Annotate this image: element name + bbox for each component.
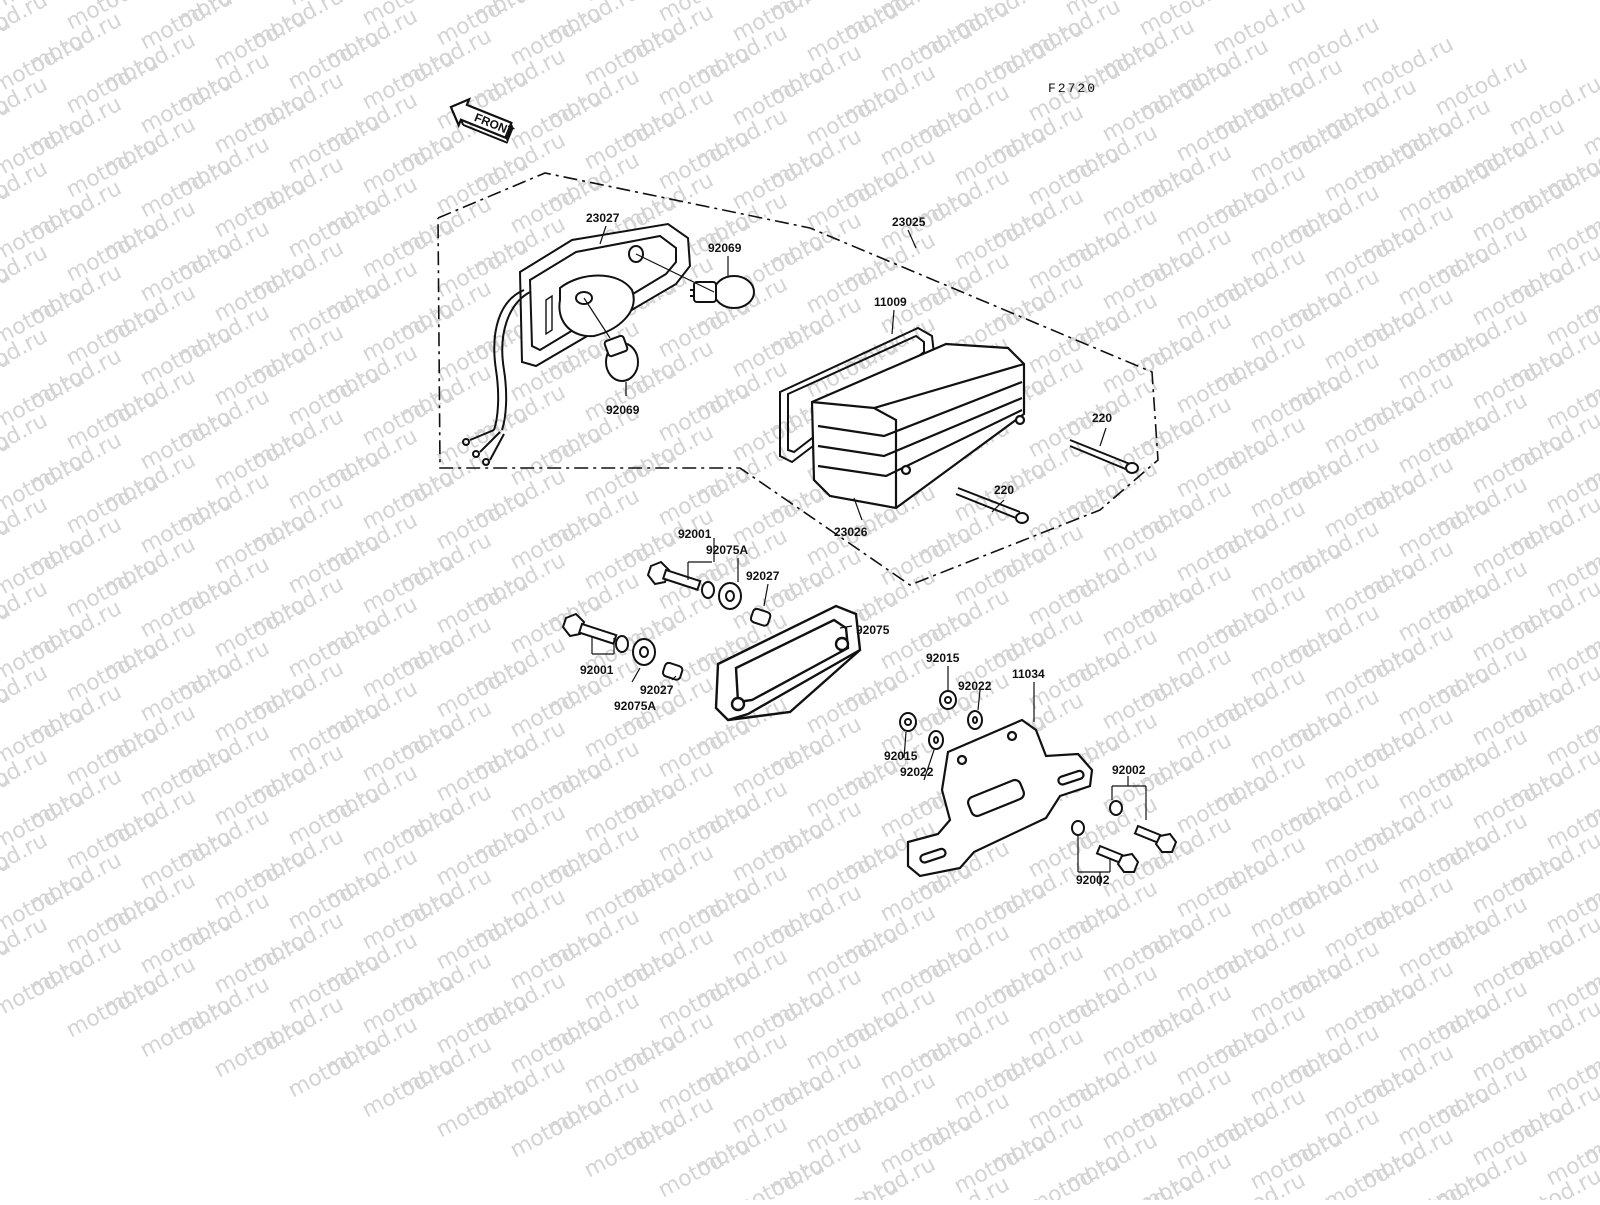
watermark-text: motod.ru	[0, 954, 89, 1023]
mount-hardware-upper	[646, 560, 772, 627]
watermark-text: motod.ru	[654, 1134, 755, 1200]
screw-220-top	[1069, 439, 1139, 474]
label-11034: 11034	[1012, 667, 1045, 681]
part-labels: 23027 23025 92069 92069 11009 220 220 23…	[580, 211, 1146, 887]
assembly-outline-23025	[437, 172, 1159, 586]
wiring-harness	[462, 289, 531, 466]
label-92075: 92075	[856, 623, 890, 637]
label-92075A-top: 92075A	[706, 543, 748, 557]
bulb-92069-bottom	[583, 297, 639, 382]
watermark-text: motod.ru	[136, 994, 237, 1063]
label-92022-top: 92022	[958, 679, 992, 693]
label-23025: 23025	[892, 215, 926, 229]
screw-220-bottom	[955, 487, 1029, 524]
watermark-text: motod.ru	[210, 1014, 311, 1083]
label-92069-top: 92069	[708, 241, 742, 255]
washer-92022-top	[967, 710, 983, 730]
bracket-11034	[906, 718, 1094, 878]
label-23027: 23027	[586, 211, 620, 225]
bulb-92069-top	[635, 253, 755, 309]
label-92002-top: 92002	[1112, 763, 1146, 777]
label-92069-bottom: 92069	[606, 403, 640, 417]
watermark-text: motod.ru	[580, 1114, 681, 1183]
lens-23026	[810, 342, 1026, 510]
label-220-bottom: 220	[994, 483, 1014, 497]
label-11009: 11009	[874, 295, 907, 309]
label-92027-bottom: 92027	[640, 683, 674, 697]
label-92075A-bottom: 92075A	[614, 699, 656, 713]
bolt-92002-bottom	[1071, 820, 1140, 873]
watermark-text: motod.ru	[62, 974, 163, 1043]
label-92015-bottom: 92015	[884, 749, 918, 763]
label-92015-top: 92015	[926, 651, 960, 665]
washer-92022-bottom	[928, 730, 944, 750]
mount-hardware-lower	[561, 612, 684, 681]
label-92027-top: 92027	[746, 569, 780, 583]
label-92001-top: 92001	[678, 527, 712, 541]
diagram-code: F2720	[1048, 81, 1097, 96]
label-92002-bottom: 92002	[1076, 873, 1110, 887]
label-92022-bottom: 92022	[900, 765, 934, 779]
watermark-text: motod.ru	[358, 1054, 459, 1123]
label-92001-bottom: 92001	[580, 663, 614, 677]
watermark-text: motod.ru	[284, 1034, 385, 1103]
label-23026: 23026	[834, 525, 868, 539]
watermark-text: motod.ru	[506, 1094, 607, 1163]
watermark-text: motod.ru	[432, 1074, 533, 1143]
leader-lines	[591, 225, 1147, 886]
nut-92015-top	[939, 690, 957, 710]
label-220-top: 220	[1092, 411, 1112, 425]
bolt-92002-top	[1109, 800, 1178, 853]
nut-92015-bottom	[899, 712, 917, 732]
lamp-base-92075	[714, 604, 862, 722]
